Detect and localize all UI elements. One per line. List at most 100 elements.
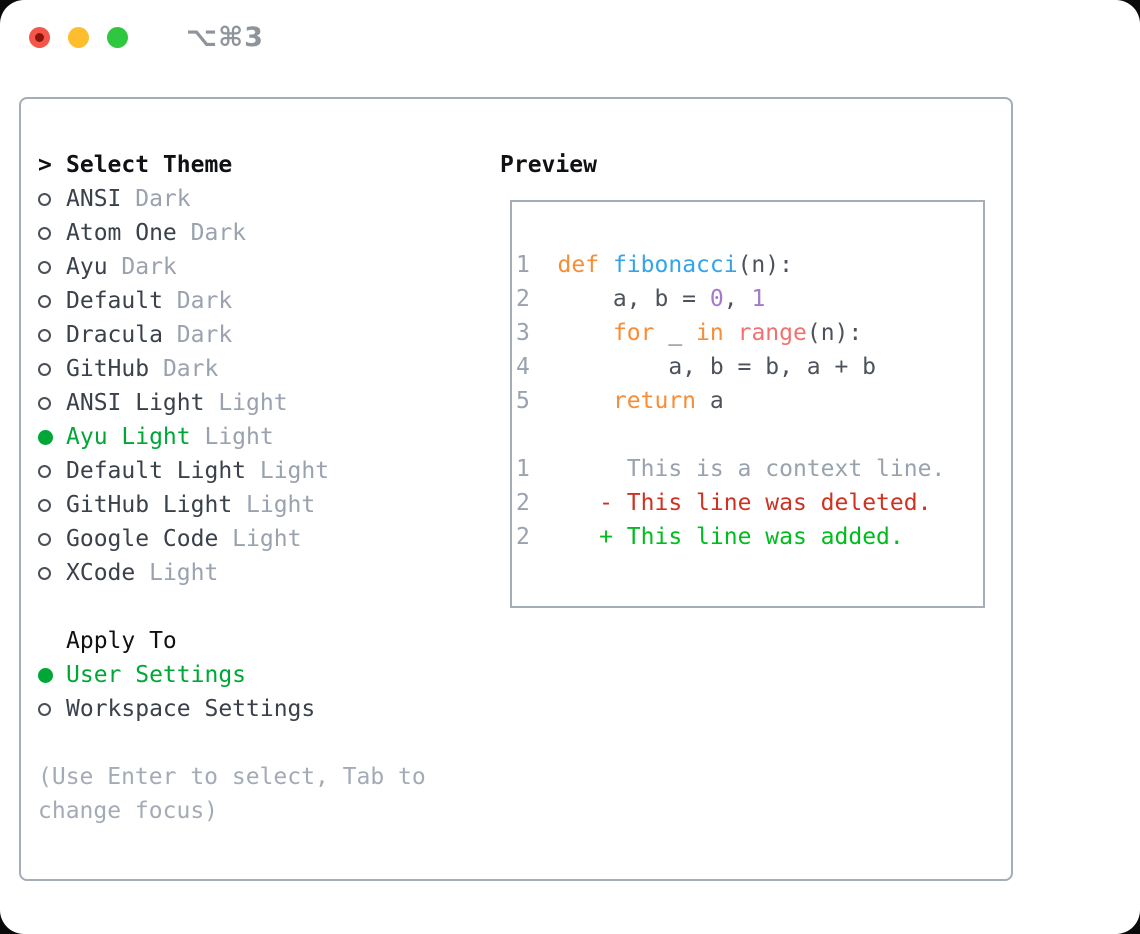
code-line: 5 return a [516,384,983,418]
theme-name: Dracula [66,322,163,348]
code-segment-num: 2 [516,524,558,550]
theme-option-atom-one-dark[interactable]: Atom One Dark [38,216,426,250]
theme-option-default-dark[interactable]: Default Dark [38,284,426,318]
code-segment-num: 3 [516,320,558,346]
code-segment-numlit: 1 [751,286,766,312]
theme-option-default-light-light[interactable]: Default Light Light [38,454,426,488]
theme-option-label: ANSI Light Light [66,386,288,420]
code-segment-code [558,524,600,550]
theme-option-github-light-light[interactable]: GitHub Light Light [38,488,426,522]
code-segment-add: + This line was added. [599,524,904,550]
theme-name: Ayu [66,254,108,280]
code-segment-code: a, b = b, a + b [557,354,877,380]
code-segment-ctx: This is a context line. [557,456,946,482]
close-button[interactable] [29,27,50,48]
radio-dot-icon [38,294,51,308]
theme-variant: Dark [162,288,233,314]
theme-option-label: Ayu Light Light [66,420,274,454]
radio-dot-icon [38,667,53,683]
theme-option-ansi-dark[interactable]: ANSI Dark [38,182,426,216]
theme-option-label: XCode Light [66,556,218,590]
theme-name: GitHub [66,356,150,382]
theme-option-github-dark[interactable]: GitHub Dark [38,352,426,386]
select-theme-header-row: > Select Theme [38,148,426,182]
theme-option-label: Default Light Light [66,454,329,488]
radio-unselected-icon [38,192,66,206]
code-segment-code: a [696,388,724,414]
code-segment-numlit: 0 [709,286,724,312]
code-segment-num: 2 [516,286,558,312]
code-line: 2 + This line was added. [516,520,983,554]
code-segment-num: 1 [516,252,558,278]
theme-name: XCode [66,560,136,586]
code-segment-num: 5 [516,388,558,414]
theme-option-label: Atom One Dark [66,216,246,250]
theme-option-ansi-light-light[interactable]: ANSI Light Light [38,386,426,420]
theme-option-ayu-light-light[interactable]: Ayu Light Light [38,420,426,454]
theme-name: Atom One [66,220,177,246]
code-segment-rng: range [737,320,807,346]
radio-dot-icon [38,498,51,512]
code-segment-num: 2 [516,490,558,516]
theme-name: Google Code [66,526,219,552]
theme-variant: Light [218,526,302,552]
titlebar: ⌥⌘3 [29,22,264,53]
code-segment-code [558,490,600,516]
apply-option-label: Workspace Settings [66,696,316,722]
code-line: 3 for _ in range(n): [516,316,983,350]
theme-option-label: GitHub Dark [66,352,218,386]
code-segment-code: a, b = [557,286,710,312]
theme-name: ANSI [66,186,122,212]
window-shortcut-title: ⌥⌘3 [186,22,264,53]
theme-option-label: Ayu Dark [66,250,177,284]
apply-to-title: Apply To [66,628,177,654]
apply-option-user-settings[interactable]: User Settings [38,658,426,692]
theme-option-xcode-light[interactable]: XCode Light [38,556,426,590]
code-segment-num: 1 [516,456,558,482]
theme-option-label: ANSI Dark [66,182,191,216]
spacer [38,726,426,760]
code-segment-kw: return [612,388,697,414]
radio-unselected-icon [38,498,66,512]
radio-unselected-icon [38,362,66,376]
radio-selected-icon [38,667,66,683]
help-text-line: (Use Enter to select, Tab to [38,764,426,790]
theme-option-ayu-dark[interactable]: Ayu Dark [38,250,426,284]
radio-unselected-icon [38,566,66,580]
apply-to-header-row: Apply To [38,624,426,658]
theme-option-google-code-light[interactable]: Google Code Light [38,522,426,556]
code-segment-code [599,252,613,278]
radio-unselected-icon [38,226,66,240]
code-segment-del: - This line was deleted. [599,490,932,516]
theme-variant: Light [246,458,330,484]
code-segment-code: , [723,286,752,312]
code-line: 1 This is a context line. [516,452,983,486]
code-segment-code [558,320,613,346]
theme-option-label: GitHub Light Light [66,488,315,522]
close-inner-dot-icon [35,33,44,42]
radio-dot-icon [38,328,51,342]
theme-option-dracula-dark[interactable]: Dracula Dark [38,318,426,352]
radio-dot-icon [38,260,51,274]
theme-name: Default Light [66,458,247,484]
radio-dot-icon [38,464,51,478]
theme-name: Ayu Light [66,424,191,450]
minimize-button[interactable] [68,27,89,48]
radio-dot-icon [38,532,51,546]
theme-variant: Dark [149,356,219,382]
radio-dot-icon [38,396,51,410]
code-segment-num: 4 [516,354,558,380]
theme-option-label: Google Code Light [66,522,301,556]
code-segment-kw: def [557,252,600,278]
apply-option-workspace-settings[interactable]: Workspace Settings [38,692,426,726]
code-segment-kw: for [612,320,655,346]
code-segment-code: (n): [737,252,793,278]
help-text-line: change focus) [38,798,219,824]
radio-selected-icon [38,429,66,445]
code-segment-code: (n): [806,320,863,346]
zoom-button[interactable] [107,27,128,48]
